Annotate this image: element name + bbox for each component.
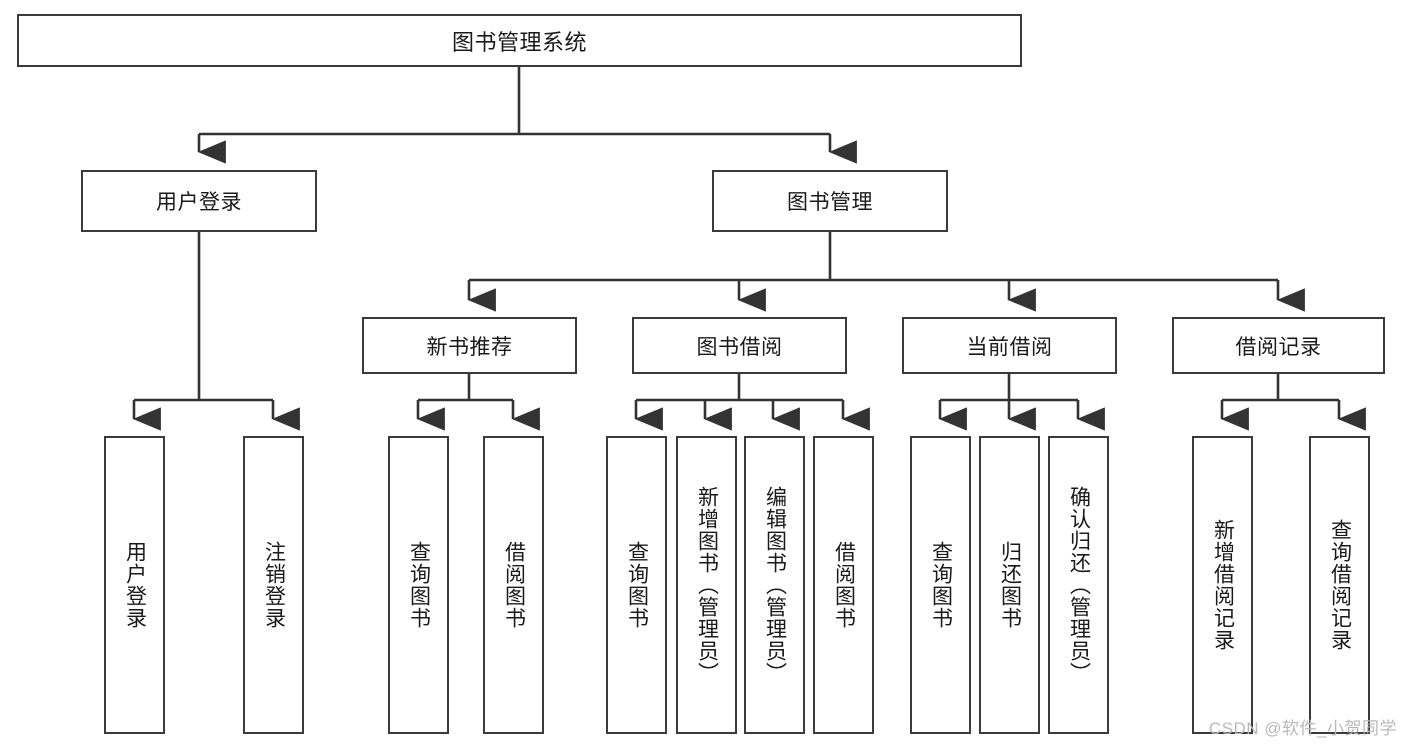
node-label: 用户登录 xyxy=(123,541,147,629)
node-label: 查询图书 xyxy=(625,541,649,629)
node-label: 借阅图书 xyxy=(832,541,856,629)
node-book-management-branch[interactable]: 图书管理 xyxy=(712,170,948,232)
node-label: 编辑图书（管理员） xyxy=(763,486,787,684)
node-label: 借阅图书 xyxy=(502,541,526,629)
node-borrowing-records[interactable]: 借阅记录 xyxy=(1172,317,1385,374)
node-label: 查询图书 xyxy=(929,541,953,629)
node-root-system[interactable]: 图书管理系统 xyxy=(17,14,1022,67)
node-label: 确认归还（管理员） xyxy=(1067,486,1091,684)
leaf-query-books-recommendation[interactable]: 查询图书 xyxy=(388,436,449,734)
leaf-add-borrowing-record[interactable]: 新增借阅记录 xyxy=(1192,436,1253,734)
node-new-book-recommendation[interactable]: 新书推荐 xyxy=(362,317,577,374)
watermark: CSDN @软件_小贺同学 xyxy=(1208,719,1397,738)
node-label: 用户登录 xyxy=(156,191,242,214)
leaf-add-book-admin[interactable]: 新增图书（管理员） xyxy=(676,436,737,734)
node-book-borrowing[interactable]: 图书借阅 xyxy=(632,317,847,374)
leaf-confirm-return-admin[interactable]: 确认归还（管理员） xyxy=(1048,436,1109,734)
node-label: 图书管理系统 xyxy=(451,29,587,55)
leaf-user-login[interactable]: 用户登录 xyxy=(104,436,165,734)
node-label: 当前借阅 xyxy=(966,335,1053,359)
leaf-logout[interactable]: 注销登录 xyxy=(243,436,304,734)
node-label: 新书推荐 xyxy=(426,335,513,359)
node-label: 注销登录 xyxy=(262,541,286,629)
leaf-query-books-borrowing[interactable]: 查询图书 xyxy=(606,436,667,734)
leaf-borrow-books-recommendation[interactable]: 借阅图书 xyxy=(483,436,544,734)
leaf-query-borrowing-record[interactable]: 查询借阅记录 xyxy=(1309,436,1370,734)
node-user-login-branch[interactable]: 用户登录 xyxy=(81,170,317,232)
node-current-borrowing[interactable]: 当前借阅 xyxy=(902,317,1117,374)
node-label: 新增图书（管理员） xyxy=(695,486,719,684)
leaf-return-books[interactable]: 归还图书 xyxy=(979,436,1040,734)
leaf-edit-book-admin[interactable]: 编辑图书（管理员） xyxy=(744,436,805,734)
node-label: 图书管理 xyxy=(787,191,873,214)
node-label: 图书借阅 xyxy=(696,335,783,359)
node-label: 归还图书 xyxy=(998,541,1022,629)
node-label: 新增借阅记录 xyxy=(1211,519,1235,651)
node-label: 借阅记录 xyxy=(1235,335,1322,359)
node-label: 查询借阅记录 xyxy=(1328,519,1352,651)
leaf-borrow-books-borrowing[interactable]: 借阅图书 xyxy=(813,436,874,734)
node-label: 查询图书 xyxy=(407,541,431,629)
leaf-query-books-current[interactable]: 查询图书 xyxy=(910,436,971,734)
